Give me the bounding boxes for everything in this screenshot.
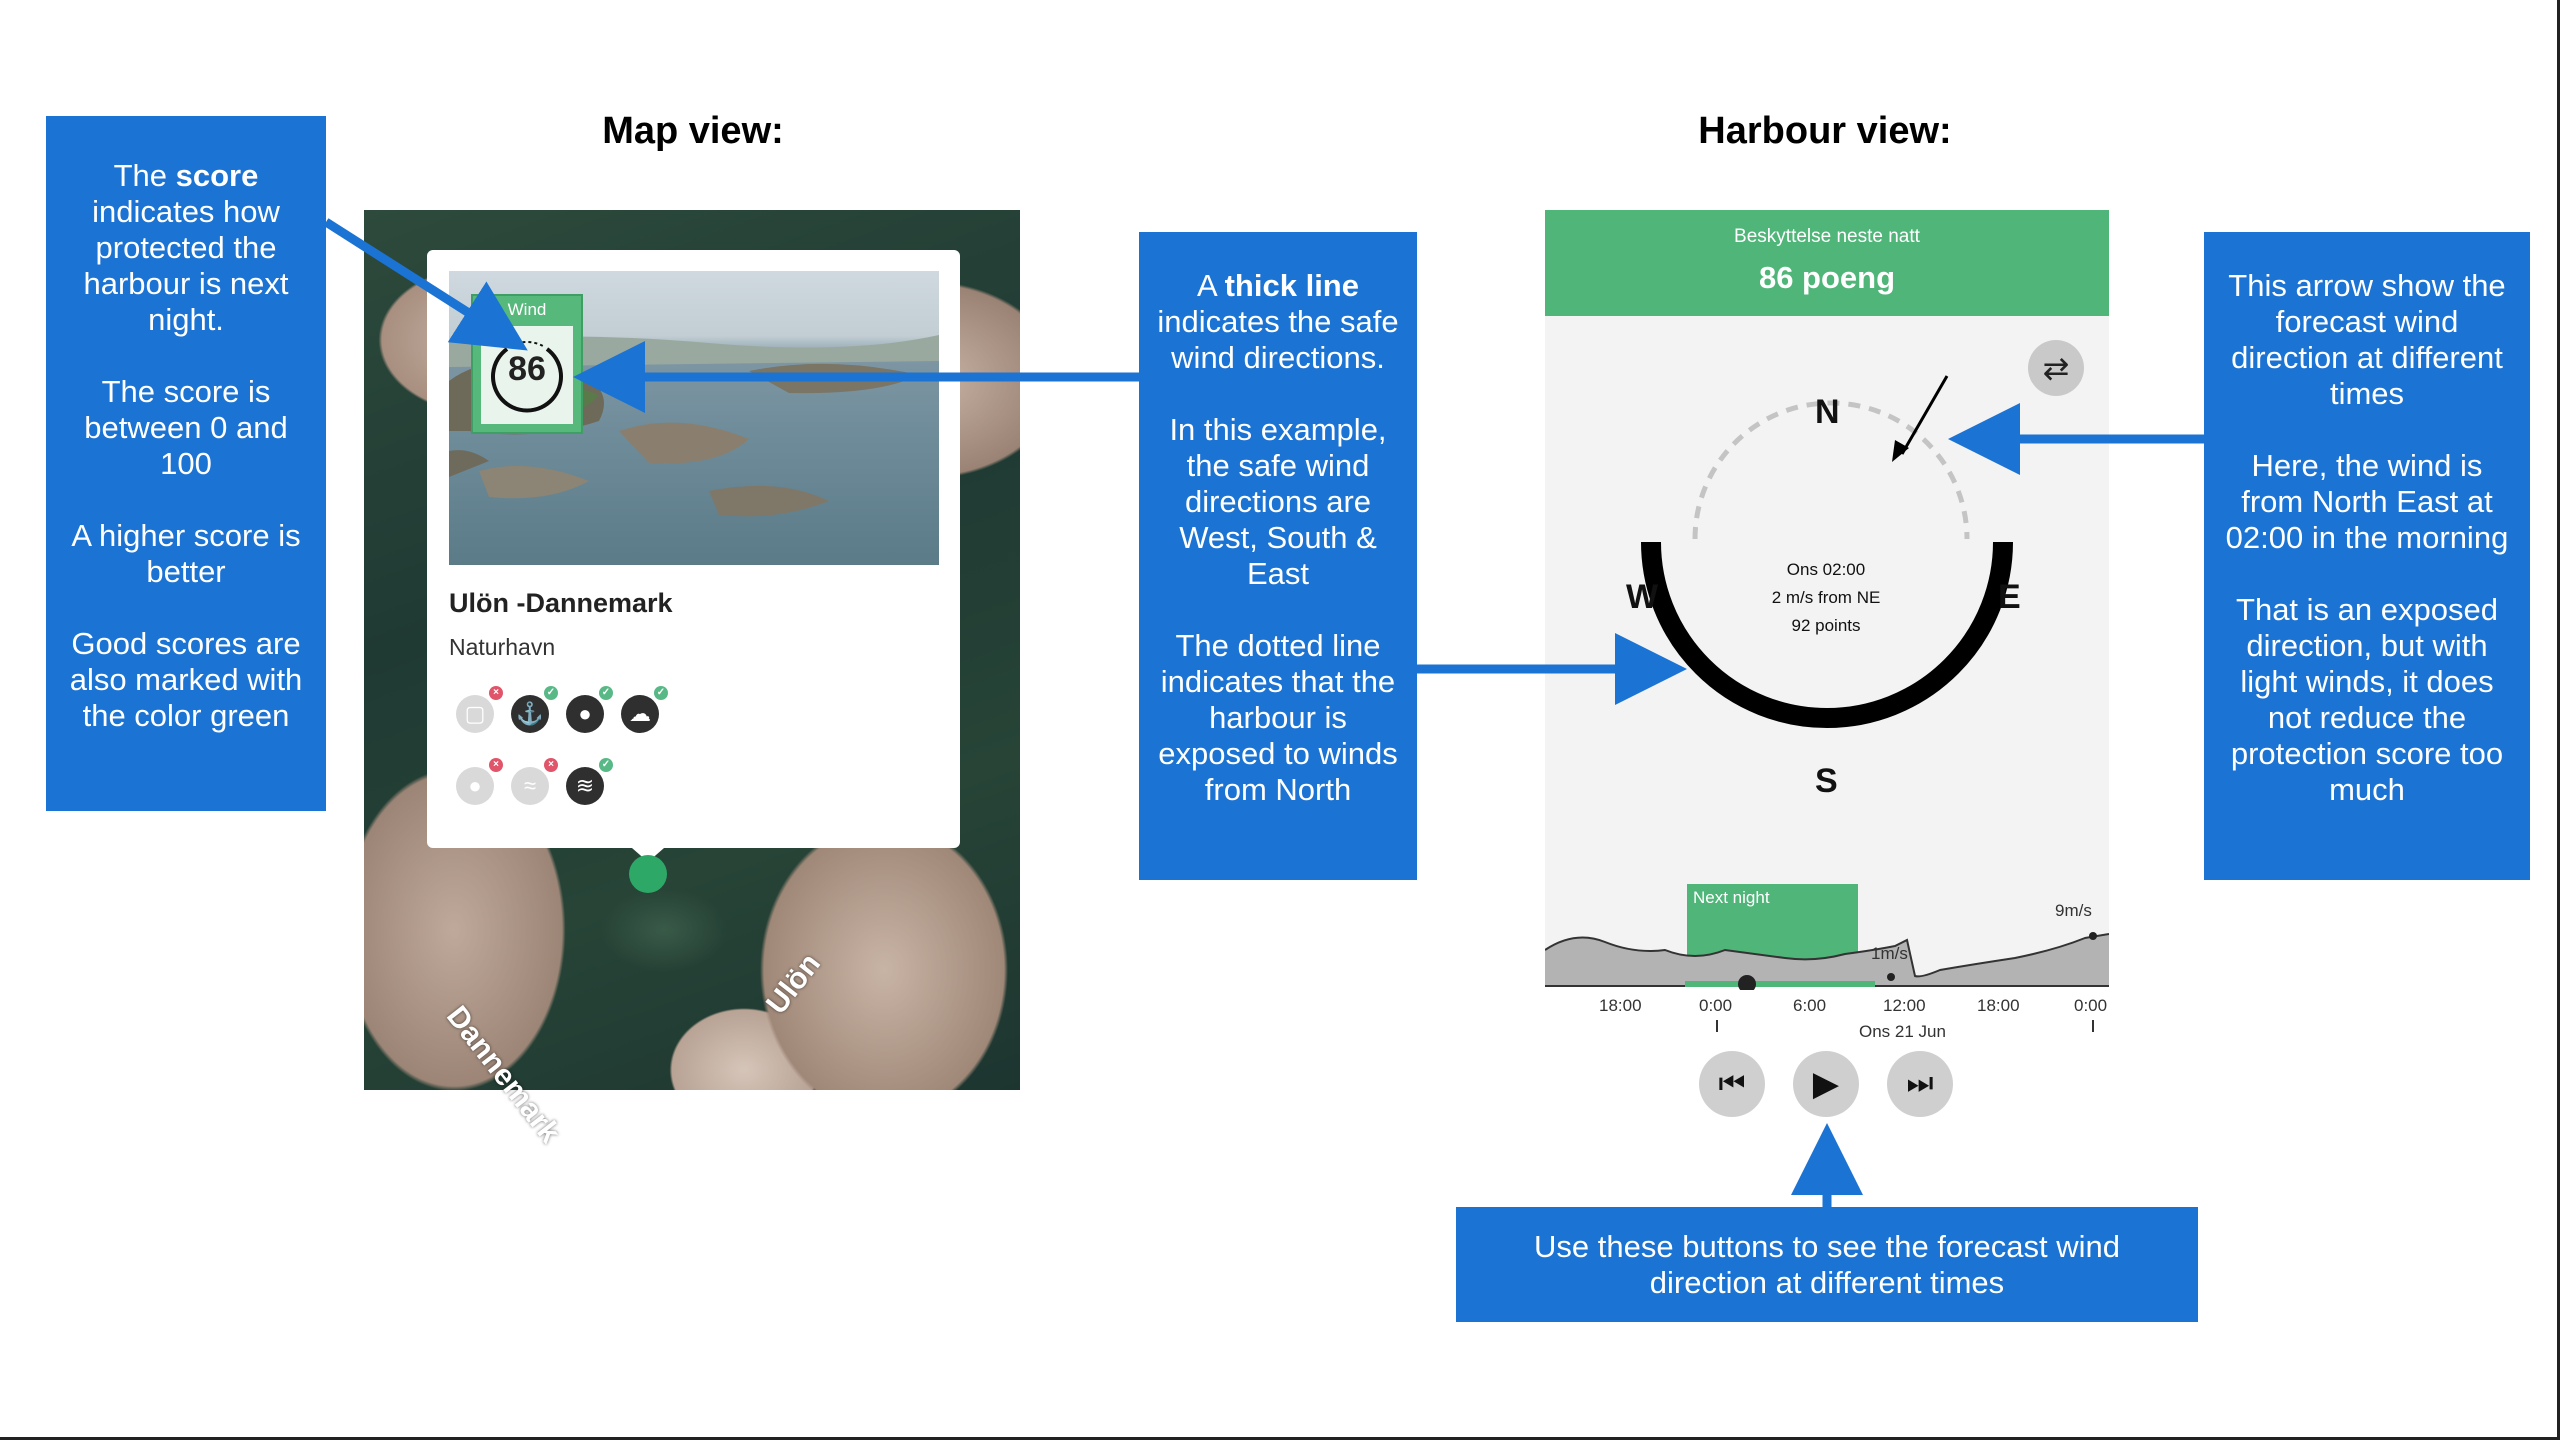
refresh-icon: ⇄ <box>2042 350 2070 386</box>
max-wind-dot <box>2089 932 2097 940</box>
info-wind: 2 m/s from NE <box>1771 588 1881 607</box>
date-label: Ons 21 Jun <box>1859 1022 1946 1041</box>
wind-arrow-callout: This arrow show the forecast wind direct… <box>2204 232 2530 880</box>
wind-speed-line <box>1545 933 2109 978</box>
play-icon: ▶ <box>1812 1065 1840 1103</box>
unavailable-icon: × <box>544 758 558 772</box>
tick-label: 12:00 <box>1883 996 1926 1015</box>
available-icon: ✓ <box>599 686 613 700</box>
restroom-icon: ● <box>456 767 494 805</box>
wind-speed-area <box>1545 934 2109 986</box>
skip-back-button[interactable]: ⏮ <box>1699 1051 1765 1117</box>
skip-forward-button[interactable]: ⏭ <box>1887 1051 1953 1117</box>
time-cursor[interactable] <box>1738 975 1756 990</box>
play-button[interactable]: ▶ <box>1793 1051 1859 1117</box>
map-view-heading: Map view: <box>602 110 784 152</box>
unavailable-icon: × <box>489 686 503 700</box>
compass-e: E <box>1998 578 2021 616</box>
tick-label: 18:00 <box>1599 996 1642 1015</box>
min-wind-label: 1m/s <box>1871 944 1908 963</box>
cloud-icon: ☁ <box>621 695 659 733</box>
harbour-map-pin[interactable] <box>629 855 667 893</box>
harbour-view-heading: Harbour view: <box>1698 110 1952 152</box>
harbour-name[interactable]: Ulön -Dannemark <box>449 588 673 618</box>
safe-arc <box>1641 541 2013 728</box>
protection-header: Beskyttelse neste natt 86 poeng <box>1545 210 2109 316</box>
tick-label: 18:00 <box>1977 996 2020 1015</box>
skip-forward-icon: ⏭ <box>1906 1067 1934 1100</box>
protection-subtitle: Beskyttelse neste natt <box>1734 226 1920 247</box>
refresh-button[interactable]: ⇄ <box>2028 340 2084 396</box>
tick-label: 6:00 <box>1793 996 1827 1015</box>
available-icon: ✓ <box>599 758 613 772</box>
wind-label: Wind <box>507 300 547 319</box>
tick-label: 0:00 <box>2074 996 2108 1015</box>
day-tick <box>1716 1020 1718 1032</box>
day-tick <box>2092 1020 2094 1032</box>
wind-info: Ons 02:00 2 m/s from NE 92 points <box>1700 556 1952 640</box>
available-icon: ✓ <box>544 686 558 700</box>
fire-icon: ● <box>566 695 604 733</box>
protection-score: 86 poeng <box>1758 260 1896 295</box>
wind-arrow-head <box>1892 440 1909 462</box>
harbour-icon: ≋ <box>566 767 604 805</box>
max-wind-label: 9m/s <box>2055 901 2092 920</box>
tick-label: 0:00 <box>1699 996 1733 1015</box>
info-points: 92 points <box>1791 616 1861 635</box>
buttons-callout: Use these buttons to see the forecast wi… <box>1456 1207 2198 1322</box>
next-night-label: Next night <box>1693 888 1770 907</box>
thick-line-callout: A thick line indicates the safe wind dir… <box>1139 232 1417 880</box>
score-gauge: 86 <box>481 326 573 424</box>
swim-icon: ≈ <box>511 767 549 805</box>
available-icon: ✓ <box>654 686 668 700</box>
anchor-icon: ⚓ <box>511 695 549 733</box>
right-border <box>2557 0 2560 1440</box>
score-value: 86 <box>508 350 546 388</box>
wind-timeline[interactable] <box>1545 880 2109 990</box>
wind-score-badge: Wind 86 <box>471 294 583 434</box>
compass-rose <box>1641 375 2013 728</box>
compass-s: S <box>1815 762 1838 800</box>
wind-arrow-shaft <box>1900 375 1949 455</box>
toilet-icon: ▢ <box>456 695 494 733</box>
harbour-type: Naturhavn <box>449 634 556 660</box>
harbour-panel <box>1545 210 2109 985</box>
score-callout: The score indicates how protected the ha… <box>46 116 326 811</box>
exposed-arc <box>1692 400 1970 540</box>
info-time: Ons 02:00 <box>1786 560 1866 579</box>
min-wind-dot <box>1887 973 1895 981</box>
compass-n: N <box>1815 393 1840 431</box>
skip-back-icon: ⏮ <box>1718 1067 1746 1100</box>
bottom-border <box>0 1437 2560 1440</box>
unavailable-icon: × <box>489 758 503 772</box>
compass-w: W <box>1626 578 1659 616</box>
